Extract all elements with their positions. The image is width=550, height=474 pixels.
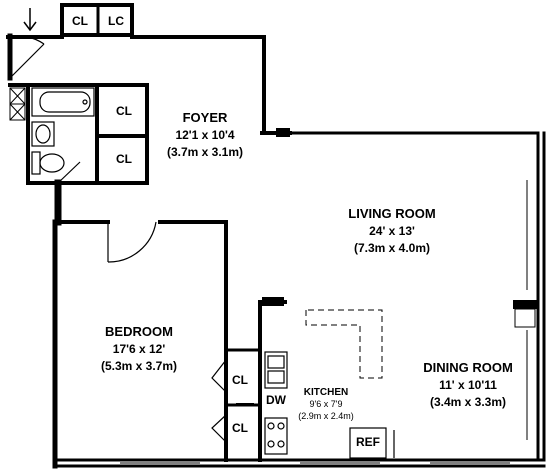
kitchen-name: KITCHEN: [304, 387, 348, 398]
refrigerator-label: REF: [356, 435, 380, 449]
closet-label-entry-cl: CL: [72, 14, 88, 28]
kitchen-counter: [305, 309, 383, 379]
bathtub: [31, 87, 95, 117]
dishwasher-label: DW: [266, 393, 287, 407]
closet-label-entry-lc: LC: [108, 14, 124, 28]
dining-room-dim-m: (3.4m x 3.3m): [430, 395, 506, 409]
sink: [31, 121, 55, 147]
entry-arrow-icon: [23, 8, 37, 32]
foyer-name: FOYER: [183, 110, 228, 125]
kitchen-sink: [264, 351, 288, 389]
bedroom-name: BEDROOM: [105, 324, 173, 339]
living-room-dim-ft: 24' x 13': [369, 224, 415, 238]
bedroom-dim-m: (5.3m x 3.7m): [101, 359, 177, 373]
toilet: [31, 151, 65, 175]
windows: [120, 180, 528, 464]
closet-label-bath-2: CL: [116, 152, 132, 166]
refrigerator-outline: [349, 427, 395, 459]
stove: [264, 417, 288, 455]
living-room-name: LIVING ROOM: [348, 206, 435, 221]
closet-label-bath-1: CL: [116, 104, 132, 118]
closet-label-bed-1: CL: [232, 373, 248, 387]
foyer-dim-m: (3.7m x 3.1m): [167, 145, 243, 159]
bedroom-dim-ft: 17'6 x 12': [113, 342, 166, 356]
living-room-dim-m: (7.3m x 4.0m): [354, 241, 430, 255]
kitchen-dim-m: (2.9m x 2.4m): [298, 411, 354, 421]
dining-room-dim-ft: 11' x 10'11: [439, 378, 497, 392]
foyer-dim-ft: 12'1 x 10'4: [175, 128, 234, 142]
kitchen-dim-ft: 9'6 x 7'9: [310, 399, 343, 409]
dining-room-name: DINING ROOM: [423, 360, 513, 375]
walls: [6, 3, 546, 469]
hvac-grilles: [9, 87, 26, 121]
closet-label-bed-2: CL: [232, 421, 248, 435]
dining-column-step: [514, 308, 536, 328]
doors: [9, 35, 227, 443]
